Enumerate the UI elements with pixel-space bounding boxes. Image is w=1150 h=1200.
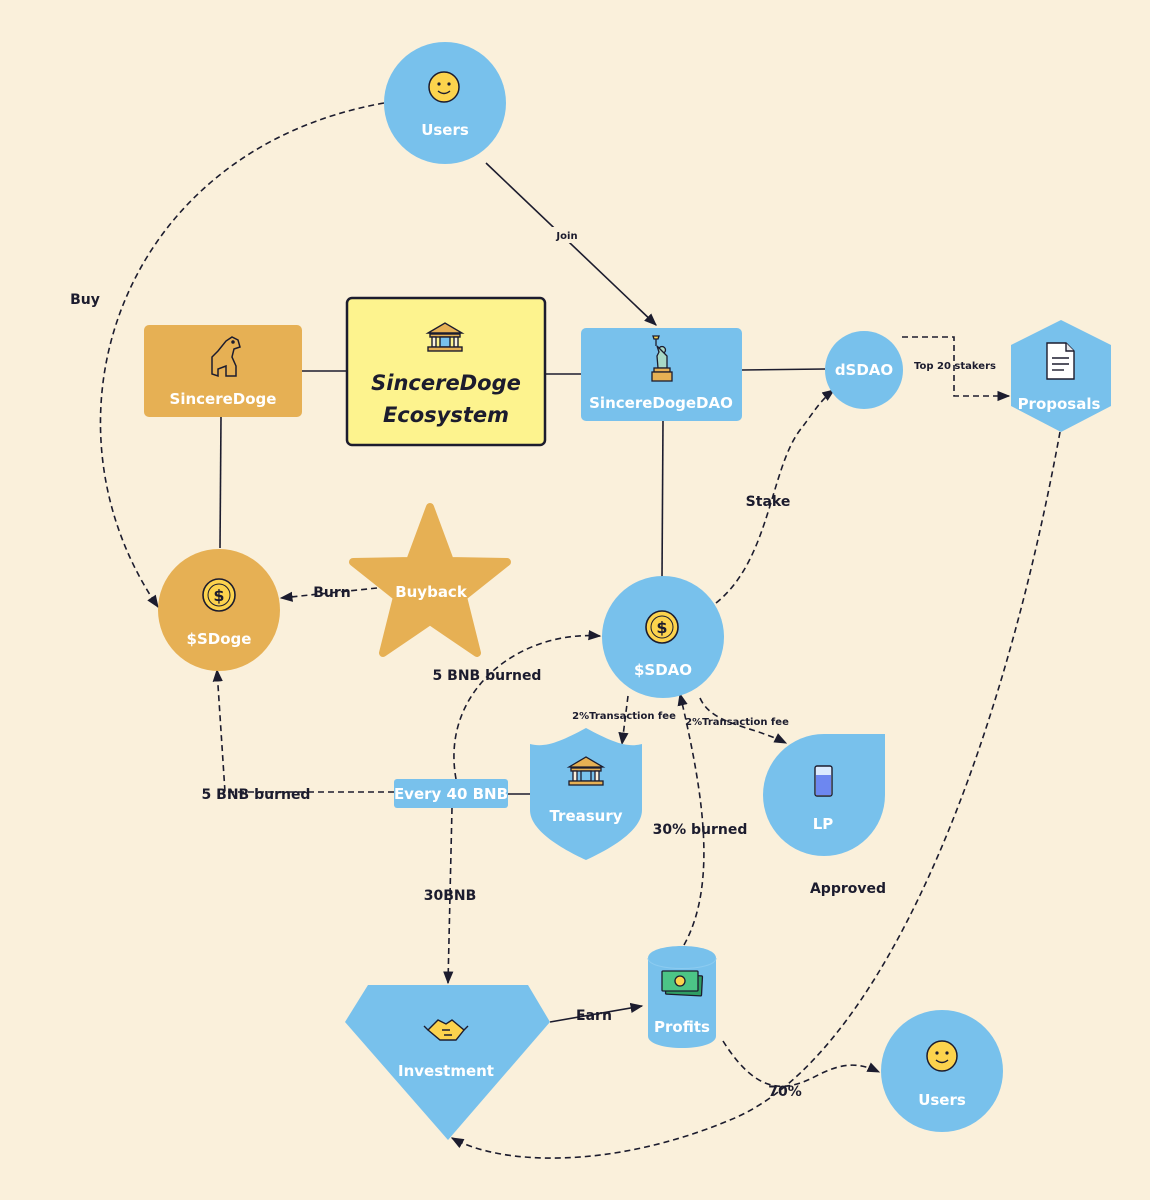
label-30bnb: 30BNB [424,888,477,904]
statue-of-liberty-icon [651,335,673,382]
edge-every40-to-sdoge [212,668,394,793]
dsdao-label: dSDAO [835,361,893,379]
node-treasury[interactable]: Treasury [530,728,642,860]
label-fee-lp: 2%Transaction fee [685,717,789,728]
edge-every40-to-investment [443,807,454,985]
label-30-percent-burned: 30% burned [653,822,748,838]
edge-users-buy-sdoge [99,102,385,609]
banknote-icon [661,970,704,997]
label-buy: Buy [70,292,100,308]
edge-every40-to-sdao [453,630,602,780]
node-sdoge[interactable]: $ $SDoge [158,549,280,671]
users-top-label: Users [421,121,469,139]
edge-buyback-burn-sdoge [279,587,378,602]
node-sincere-doge-dao[interactable]: SincereDogeDAO [581,328,742,421]
node-profits[interactable]: Profits [647,946,717,1048]
edge-dao-to-dsdao [741,368,826,371]
label-burn: Burn [313,585,351,601]
edge-sincere-doge-to-sdoge [219,416,222,549]
document-icon [1046,342,1075,380]
dog-icon [211,336,241,378]
node-users-bottom[interactable]: Users [881,1010,1003,1132]
node-users-top[interactable]: Users [384,42,506,164]
edge-users-join-dao [485,162,657,326]
edges [99,102,1061,1159]
label-approved: Approved [810,881,886,897]
sincere-doge-dao-label: SincereDogeDAO [589,394,733,412]
node-lp[interactable]: LP [763,734,885,856]
edge-sdao-fee-treasury [618,695,629,746]
sdao-label: $SDAO [634,661,692,679]
node-sdao[interactable]: $ $SDAO [602,576,724,698]
node-every-40-bnb[interactable]: Every 40 BNB [394,779,508,808]
dollar-coin-icon: $ [645,610,679,644]
node-buyback[interactable]: Buyback [349,503,511,657]
node-proposals[interactable]: Proposals [1011,320,1111,432]
investment-label: Investment [398,1062,494,1080]
label-join: Join [555,231,577,242]
svg-text:$: $ [213,586,224,605]
ecosystem-title-line2: Ecosystem [383,403,509,427]
edge-investment-earn-profits [549,1002,644,1023]
dollar-coin-icon: $ [202,578,236,612]
edge-dsdao-to-proposals [902,336,1011,402]
sincere-doge-label: SincereDoge [170,390,277,408]
users-bottom-label: Users [918,1091,966,1109]
lp-label: LP [813,815,834,833]
bank-building-icon [425,322,465,352]
edge-sdao-fee-lp [699,697,788,744]
glass-icon [814,765,833,797]
every-40-bnb-label: Every 40 BNB [394,785,508,803]
label-earn: Earn [576,1008,612,1024]
edge-proposals-approved-investment [450,431,1061,1159]
node-investment[interactable]: Investment [345,985,550,1140]
handshake-icon [423,1019,469,1041]
label-70-percent: 70% [768,1084,802,1100]
treasury-label: Treasury [549,807,622,825]
ecosystem-title-line1: SincereDoge [371,371,521,395]
label-top-20-stakers: Top 20 stakers [914,361,996,372]
label-5bnb-burned-top: 5 BNB burned [433,668,542,684]
edge-labels: Join Buy Top 20 stakers Stake Burn 5 BNB… [70,227,996,1100]
bank-building-icon [566,756,606,786]
smiley-face-icon [428,71,460,103]
label-stake: Stake [746,494,791,510]
buyback-label: Buyback [395,583,468,601]
proposals-label: Proposals [1018,395,1101,413]
label-fee-treasury: 2%Transaction fee [572,711,676,722]
edge-profits-users [722,1040,881,1088]
node-sincere-doge[interactable]: SincereDoge [144,325,302,417]
svg-text:$: $ [656,618,667,637]
node-dsdao[interactable]: dSDAO [825,331,903,409]
edge-profits-burn-sdao [677,692,705,946]
profits-label: Profits [654,1018,710,1036]
smiley-face-icon [926,1040,958,1072]
node-ecosystem[interactable]: SincereDoge Ecosystem [345,296,547,447]
label-5bnb-burned-left: 5 BNB burned [202,787,311,803]
edge-dao-to-sdao [661,420,664,579]
sdoge-label: $SDoge [187,630,252,648]
edge-sdao-stake-dsdao [715,389,836,604]
